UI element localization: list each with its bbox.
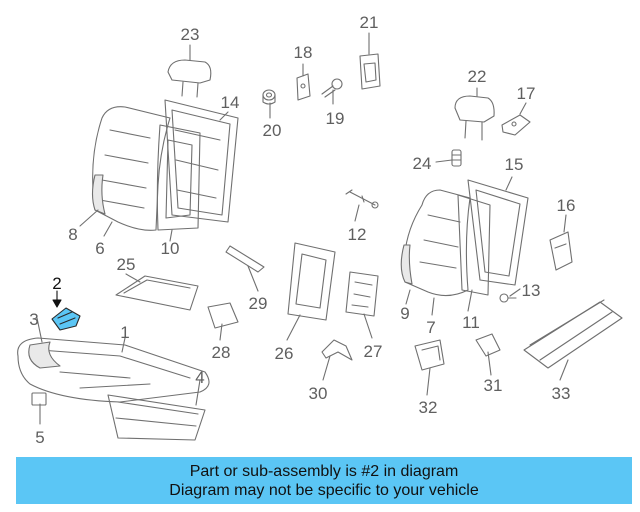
part-25-pad [115, 275, 199, 311]
part-30-bracket [321, 339, 353, 361]
callout-2: 2 [52, 274, 61, 293]
callout-18: 18 [294, 43, 313, 62]
callout-15: 15 [505, 155, 524, 174]
part-28-trim [207, 302, 239, 329]
part-2-highlighted [51, 307, 81, 331]
part-13-screw [499, 293, 517, 303]
leader-lines [36, 32, 569, 425]
callout-11: 11 [462, 313, 480, 332]
part-27-plate [345, 271, 379, 317]
part-16-cover [549, 231, 573, 271]
part-32-bracket [414, 339, 445, 371]
callout-23: 23 [181, 25, 200, 44]
callout-4: 4 [195, 368, 204, 387]
callout-26: 26 [275, 344, 294, 363]
part-18-guide [296, 73, 311, 101]
seat-cushion [17, 337, 210, 403]
callout-1: 1 [120, 323, 129, 342]
callout-28: 28 [212, 343, 231, 362]
right-seat-back-panel [457, 194, 491, 296]
part-5-clip [31, 392, 47, 406]
callout-29: 29 [249, 294, 268, 313]
callout-17: 17 [517, 84, 536, 103]
part-20-grommet [262, 89, 276, 105]
part-19-bolt [321, 78, 343, 98]
callout-6: 6 [95, 239, 104, 258]
callout-19: 19 [326, 109, 345, 128]
part-21-bracket [359, 53, 381, 90]
left-seat-back-panel [156, 124, 201, 231]
banner-line-part-number: Part or sub-assembly is #2 in diagram [189, 462, 459, 480]
part-33-armrest [523, 299, 623, 369]
callout-9: 9 [400, 304, 409, 323]
callout-31: 31 [484, 376, 503, 395]
callout-10: 10 [161, 239, 180, 258]
callout-22: 22 [468, 67, 487, 86]
callout-21: 21 [360, 13, 379, 32]
part-24-guide-sleeve [451, 149, 462, 167]
part-26-frame [287, 242, 336, 321]
left-seat-back-cover [91, 106, 171, 231]
callout-24: 24 [413, 154, 432, 173]
callout-13: 13 [522, 281, 541, 300]
part-17-latch [501, 114, 531, 136]
callout-7: 7 [426, 318, 435, 337]
callout-30: 30 [309, 384, 328, 403]
callout-33: 33 [552, 384, 571, 403]
callout-20: 20 [263, 121, 282, 140]
part-2-arrow [52, 290, 62, 308]
right-seat-back-cover [400, 189, 471, 297]
callout-8: 8 [68, 225, 77, 244]
left-seat-back-frame [164, 99, 239, 223]
part-31-bracket [475, 333, 501, 357]
info-banner: Part or sub-assembly is #2 in diagram Di… [16, 457, 632, 504]
callout-3: 3 [29, 310, 38, 329]
callout-14: 14 [221, 93, 240, 112]
callout-5: 5 [35, 428, 44, 447]
callout-32: 32 [419, 398, 438, 417]
callout-16: 16 [557, 196, 576, 215]
right-headrest [454, 95, 495, 141]
seat-cushion-frame [107, 394, 206, 441]
part-3-bolster [28, 341, 61, 369]
callout-27: 27 [364, 342, 383, 361]
banner-line-disclaimer: Diagram may not be specific to your vehi… [169, 481, 479, 499]
callout-12: 12 [348, 225, 367, 244]
left-headrest [167, 59, 212, 98]
part-29-strip [225, 245, 265, 273]
part-12-bolt [345, 189, 379, 209]
right-seat-back-frame [467, 179, 529, 286]
callout-25: 25 [117, 255, 136, 274]
